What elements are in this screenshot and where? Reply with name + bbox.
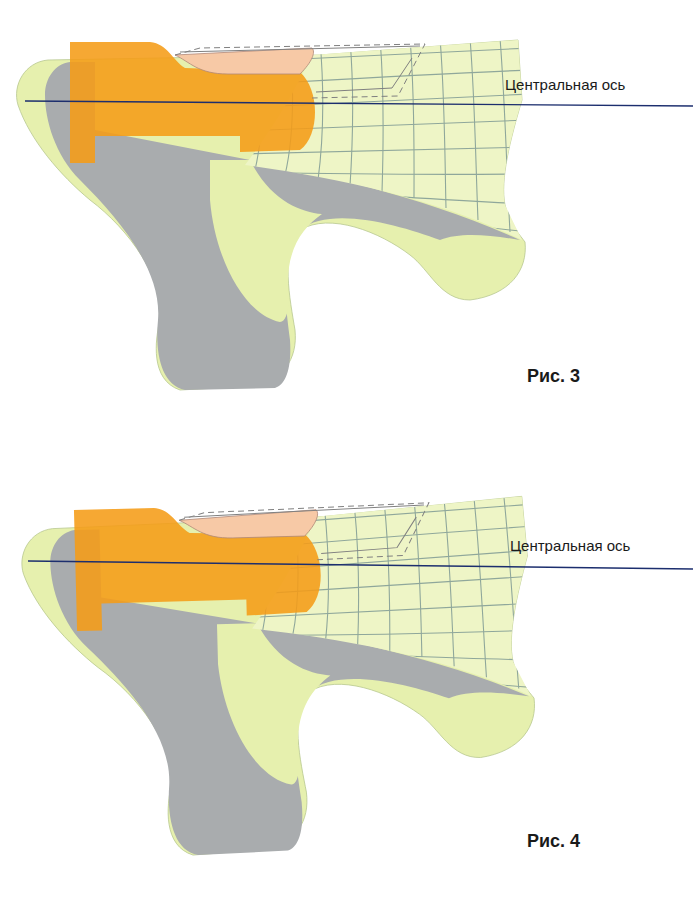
- figure-number: Рис. 4: [527, 831, 580, 852]
- figure-number: Рис. 3: [527, 366, 580, 387]
- figure-3: [17, 30, 540, 390]
- axis-line: [25, 101, 693, 106]
- axis-line: [28, 561, 693, 569]
- axis-label: Центральная ось: [510, 537, 630, 554]
- figure-4: [20, 486, 553, 860]
- axis-label: Центральная ось: [505, 76, 625, 93]
